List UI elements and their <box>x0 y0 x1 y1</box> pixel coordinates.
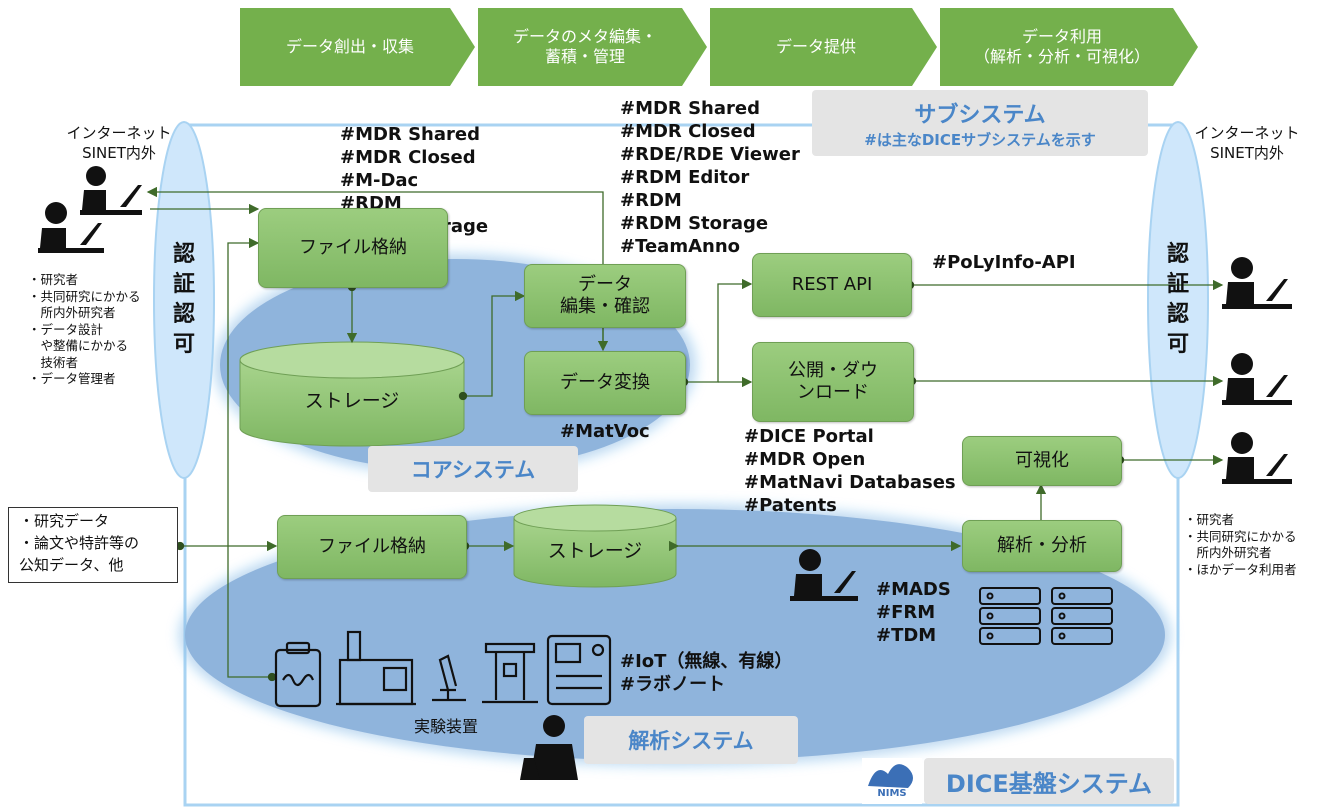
tag: #MDR Closed <box>620 121 756 142</box>
process-step-4: データ利用 （解析・分析・可視化） <box>973 27 1150 66</box>
subsystem-title: サブシステム <box>914 102 1046 128</box>
tag: #MDR Closed <box>340 147 476 168</box>
tag: #TDM <box>876 625 937 646</box>
left-user-item: ・データ管理者 <box>28 371 116 386</box>
auth-ellipse-left <box>153 121 215 479</box>
edit-confirm-box: データ 編集・確認 <box>524 264 686 328</box>
right-user-list: ・研究者 ・共同研究にかかる 所内外研究者 ・ほかデータ利用者 <box>1184 512 1297 578</box>
tag: #MatNavi Databases <box>744 472 956 493</box>
download-tags: #DICE Portal #MDR Open #MatNavi Database… <box>744 425 956 517</box>
tag: #MDR Shared <box>620 98 760 119</box>
input-data-line: ・研究データ <box>19 512 110 530</box>
core-storage-cylinder <box>239 341 465 447</box>
input-data-line: 公知データ、他 <box>19 556 124 574</box>
tag: #FRM <box>876 602 936 623</box>
core-edit-tags: #MDR Shared #MDR Closed #RDE/RDE Viewer … <box>620 97 800 258</box>
core-system-label: コアシステム <box>368 446 578 492</box>
download-box: 公開・ダウ ンロード <box>752 342 914 422</box>
rest-api-box: REST API <box>752 253 912 317</box>
rest-api-tag: #PoLyInfo-API <box>932 252 1076 273</box>
right-user-item: 所内外研究者 <box>1184 545 1272 560</box>
analyze-tags: #MADS #FRM #TDM <box>876 578 951 647</box>
left-user-list: ・研究者 ・共同研究にかかる 所内外研究者 ・データ設計 や整備にかかる 技術者… <box>28 272 141 388</box>
tag: #MADS <box>876 579 951 600</box>
user-icons <box>38 166 1292 780</box>
tag: #IoT（無線、有線） <box>620 651 793 672</box>
nims-logo-mark <box>868 764 913 788</box>
analysis-system-label: 解析システム <box>584 716 798 764</box>
nims-logo: NIMS <box>862 758 922 804</box>
core-file-storage-box: ファイル格納 <box>258 208 448 288</box>
iot-tags: #IoT（無線、有線） #ラボノート <box>620 650 792 696</box>
tag: #TeamAnno <box>620 236 741 257</box>
left-user-item: ・研究者 <box>28 272 79 287</box>
input-data-line: ・論文や特許等の <box>19 534 140 552</box>
visualize-box: 可視化 <box>962 436 1122 486</box>
server-icons <box>979 587 1113 645</box>
analysis-file-storage-box: ファイル格納 <box>277 515 467 579</box>
right-user-item: ・研究者 <box>1184 512 1235 527</box>
tag: #MDR Open <box>744 449 866 470</box>
tag: #ラボノート <box>620 674 726 695</box>
core-storage-label: ストレージ <box>304 389 400 412</box>
right-user-item: ・ほかデータ利用者 <box>1184 561 1297 577</box>
tag: #RDM Editor <box>620 167 750 188</box>
tag: #MDR Shared <box>340 124 480 145</box>
right-user-item: ・共同研究にかかる <box>1184 528 1297 544</box>
tag: #RDM Storage <box>620 213 769 234</box>
auth-label-right: 認 証 認 可 <box>1166 242 1189 357</box>
lab-equipment-icons <box>274 630 612 708</box>
matvoc-tag: #MatVoc <box>560 421 650 442</box>
input-data-box: ・研究データ ・論文や特許等の 公知データ、他 <box>8 507 178 583</box>
left-user-item: 技術者 <box>28 354 79 370</box>
analyze-box: 解析・分析 <box>962 520 1122 572</box>
tag: #DICE Portal <box>744 426 874 447</box>
auth-label-left: 認 証 認 可 <box>172 242 195 357</box>
tag: #Patents <box>744 495 837 516</box>
process-step-2: データのメタ編集・ 蓄積・管理 <box>512 27 657 66</box>
left-user-item: ・データ設計 <box>28 321 104 337</box>
left-user-item: 所内外研究者 <box>28 305 116 320</box>
process-arrows <box>240 8 1198 86</box>
dice-system-label: DICE基盤システム <box>924 758 1174 804</box>
analysis-storage-label: ストレージ <box>547 539 643 562</box>
nims-logo-text: NIMS <box>877 788 907 799</box>
left-user-item: や整備にかかる <box>28 338 129 353</box>
internet-label-left: インターネット SINET内外 <box>66 124 172 162</box>
process-step-3: データ提供 <box>775 37 856 56</box>
equipment-label: 実験装置 <box>414 717 479 736</box>
subsystem-subtitle: #は主なDICEサブシステムを示す <box>864 130 1096 149</box>
tag: #RDM <box>620 190 682 211</box>
tag: #M-Dac <box>340 170 419 191</box>
internet-label-right: インターネット SINET内外 <box>1194 124 1300 162</box>
analysis-storage-cylinder <box>513 504 677 588</box>
process-step-1: データ創出・収集 <box>285 37 414 56</box>
tag: #RDE/RDE Viewer <box>620 144 800 165</box>
auth-ellipse-right <box>1147 121 1209 479</box>
subsystem-label: サブシステム #は主なDICEサブシステムを示す <box>812 90 1148 156</box>
data-convert-box: データ変換 <box>524 351 686 415</box>
left-user-item: ・共同研究にかかる <box>28 288 141 304</box>
